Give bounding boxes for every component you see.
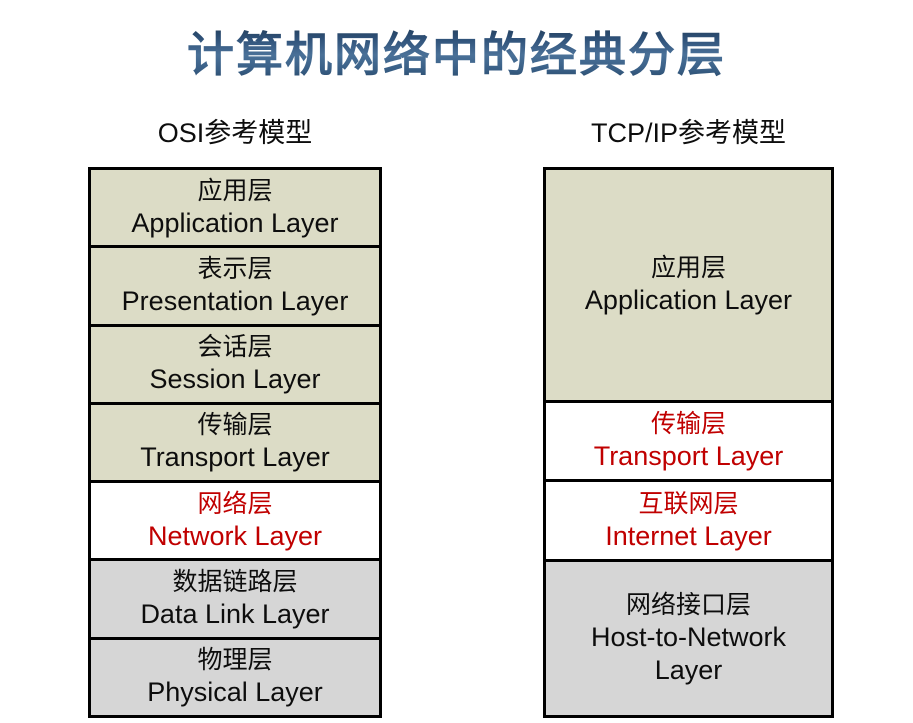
- osi-layer-stack: 应用层 Application Layer 表示层 Presentation L…: [88, 167, 382, 718]
- layer-label-cn: 物理层: [197, 646, 273, 675]
- layer-label-en: Presentation Layer: [121, 285, 349, 316]
- osi-layer-application: 应用层 Application Layer: [91, 170, 379, 249]
- layer-label-en: Data Link Layer: [140, 599, 330, 630]
- osi-layer-network: 网络层 Network Layer: [91, 483, 379, 562]
- tcpip-layer-host-to-network: 网络接口层 Host-to-Network Layer: [546, 561, 831, 716]
- page-title: 计算机网络中的经典分层: [0, 28, 913, 84]
- layer-label-en: Physical Layer: [147, 677, 323, 708]
- layer-label-cn: 应用层: [197, 176, 273, 205]
- layer-label-en: Transport Layer: [140, 442, 330, 473]
- layer-label-en: Host-to-Network Layer: [590, 621, 787, 685]
- tcpip-column-header: TCP/IP参考模型: [590, 118, 786, 148]
- layer-label-en: Application Layer: [584, 284, 793, 315]
- layer-label-en: Transport Layer: [593, 441, 784, 471]
- layer-label-en: Network Layer: [147, 520, 323, 551]
- layer-label-cn: 网络层: [197, 489, 273, 518]
- osi-layer-session: 会话层 Session Layer: [91, 326, 379, 405]
- layer-label-cn: 传输层: [650, 410, 726, 438]
- layer-label-cn: 传输层: [197, 411, 273, 440]
- layer-label-cn: 表示层: [197, 254, 273, 283]
- layer-label-cn: 应用层: [650, 253, 726, 282]
- tcpip-layer-transport: 传输层 Transport Layer: [546, 402, 831, 483]
- osi-layer-presentation: 表示层 Presentation Layer: [91, 248, 379, 327]
- tcpip-layer-internet: 互联网层 Internet Layer: [546, 482, 831, 562]
- layer-label-en: Session Layer: [149, 364, 321, 395]
- layer-label-cn: 互联网层: [638, 489, 739, 518]
- osi-layer-data-link: 数据链路层 Data Link Layer: [91, 561, 379, 640]
- osi-layer-physical: 物理层 Physical Layer: [91, 639, 379, 715]
- layer-label-cn: 会话层: [197, 333, 273, 362]
- osi-column-header: OSI参考模型: [157, 118, 313, 148]
- layer-label-en: Application Layer: [131, 207, 339, 238]
- layer-label-cn: 数据链路层: [172, 568, 298, 597]
- layer-label-cn: 网络接口层: [625, 590, 751, 619]
- tcpip-layer-stack: 应用层 Application Layer 传输层 Transport Laye…: [543, 167, 834, 718]
- osi-layer-transport: 传输层 Transport Layer: [91, 404, 379, 484]
- layer-label-en: Internet Layer: [605, 520, 772, 551]
- tcpip-layer-application: 应用层 Application Layer: [546, 170, 831, 403]
